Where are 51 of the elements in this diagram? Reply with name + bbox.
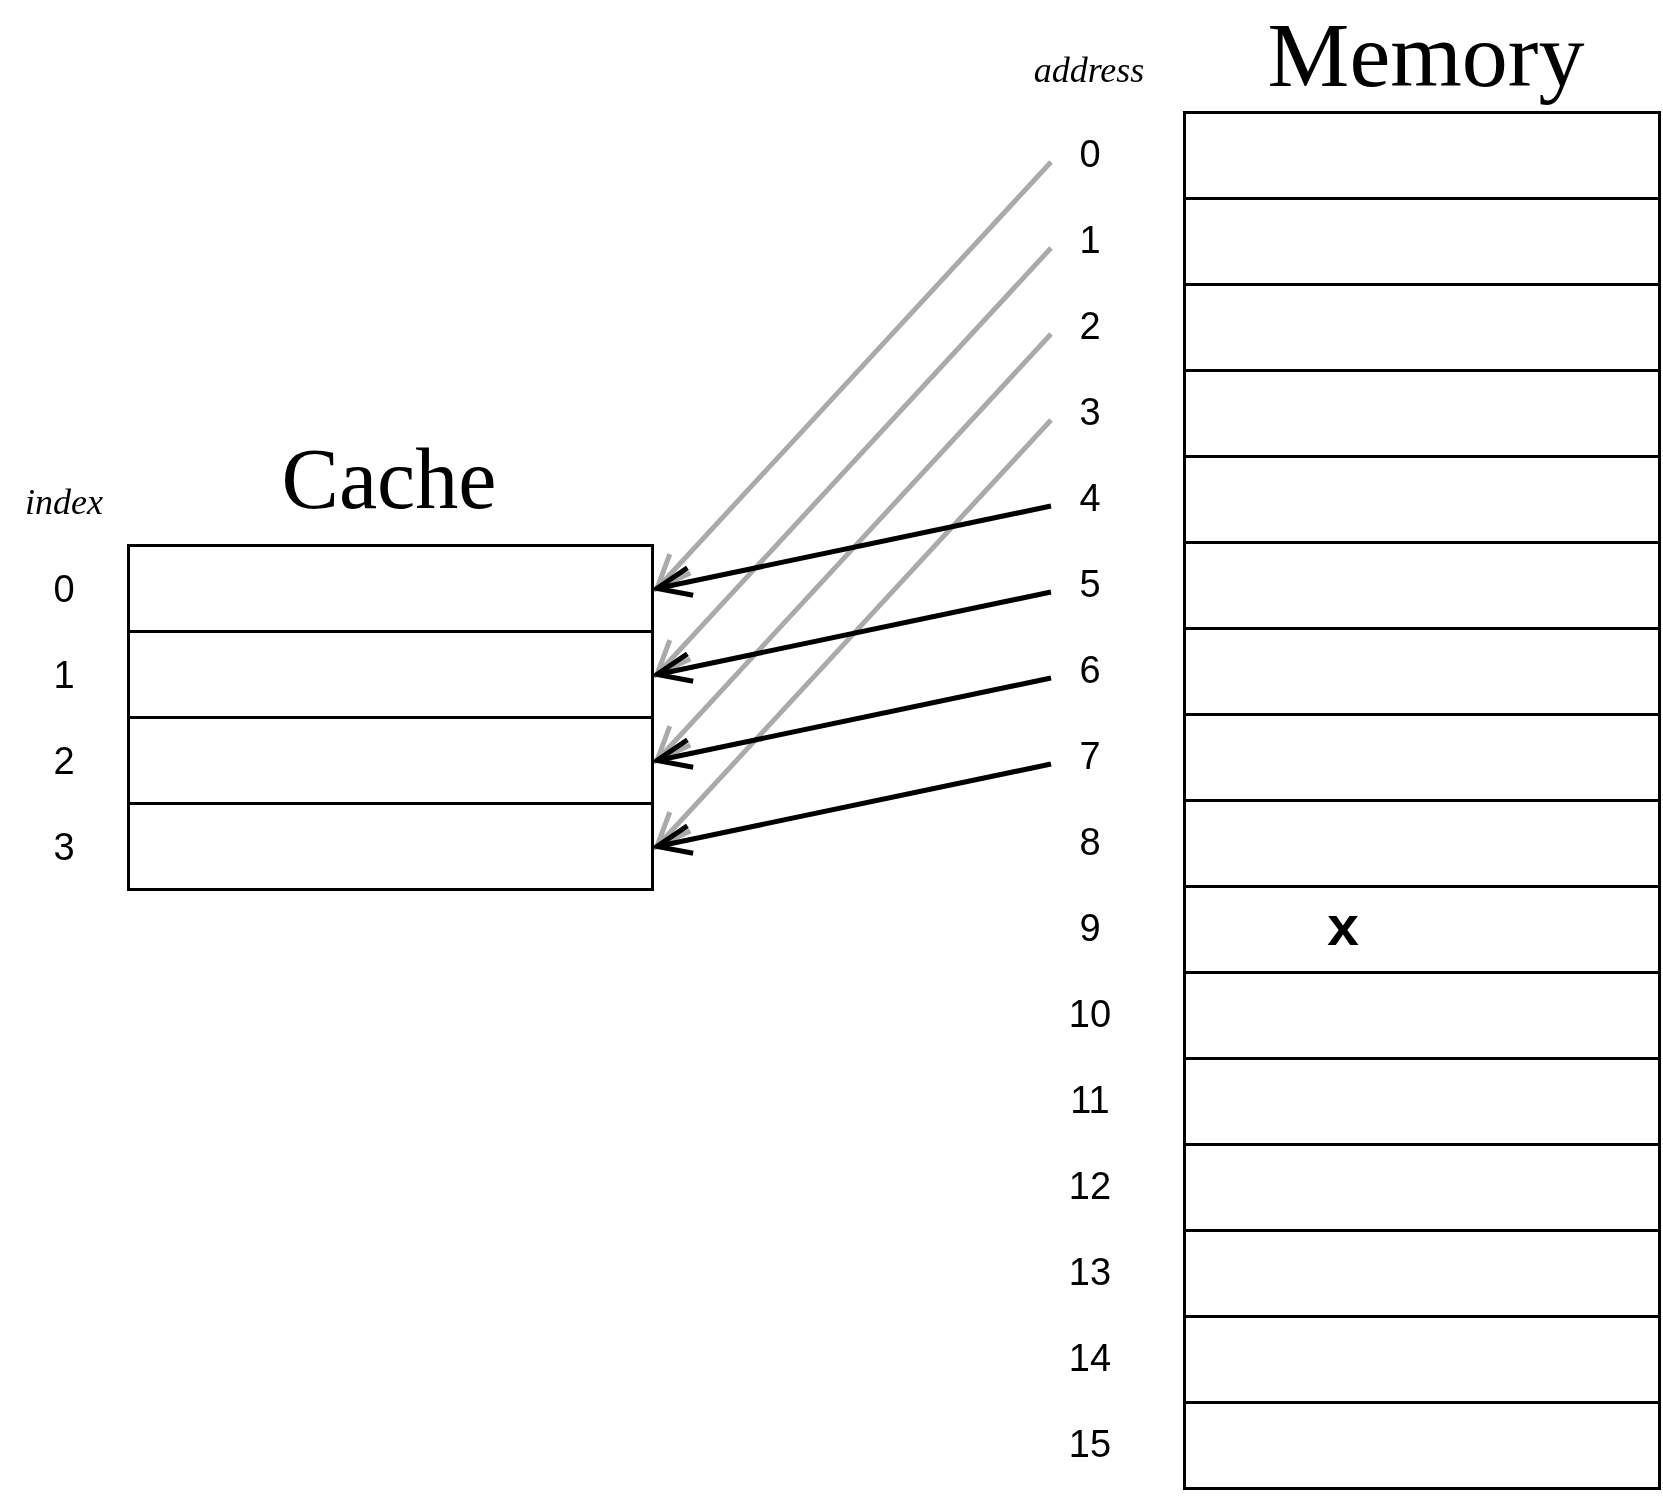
index-number: 1 <box>52 656 76 694</box>
arrow <box>654 160 1053 591</box>
arrow <box>654 761 1052 856</box>
memory-cell <box>1183 455 1661 544</box>
address-number: 9 <box>1078 909 1102 947</box>
memory-cell <box>1183 799 1661 888</box>
index-number: 0 <box>52 570 76 608</box>
memory-cell <box>1183 627 1661 716</box>
arrow <box>654 246 1053 677</box>
memory-cell <box>1183 1229 1661 1318</box>
address-number: 14 <box>1067 1339 1113 1377</box>
address-number: 11 <box>1069 1081 1111 1119</box>
address-number: 8 <box>1078 823 1102 861</box>
memory-cell <box>1183 283 1661 372</box>
arrow <box>654 418 1053 849</box>
cache-row <box>127 716 654 805</box>
memory-cell <box>1183 1057 1661 1146</box>
cache-row <box>127 544 654 633</box>
address-number: 2 <box>1055 307 1125 345</box>
address-number: 3 <box>1055 393 1125 431</box>
address-number: 0 <box>1055 135 1125 173</box>
address-number: 12 <box>1067 1167 1113 1205</box>
memory-cell <box>1183 713 1661 802</box>
memory-cell <box>1183 111 1661 200</box>
address-number: 10 <box>1067 995 1113 1033</box>
memory-cell <box>1183 197 1661 286</box>
address-number: 7 <box>1055 737 1125 775</box>
address-number: 13 <box>1067 1253 1113 1291</box>
memory-cell <box>1183 1401 1661 1490</box>
memory-cell <box>1183 369 1661 458</box>
arrow <box>654 589 1052 684</box>
memory-cell <box>1183 541 1661 630</box>
arrow <box>654 675 1052 770</box>
memory-cell <box>1183 1143 1661 1232</box>
arrow <box>654 503 1052 598</box>
index-heading: index <box>25 484 103 520</box>
index-number: 3 <box>52 828 76 866</box>
address-number: 1 <box>1055 221 1125 259</box>
memory-cell: x <box>1183 885 1661 974</box>
address-heading: address <box>1033 52 1145 88</box>
address-number: 4 <box>1055 479 1125 517</box>
cache-row <box>127 630 654 719</box>
index-number: 2 <box>52 742 76 780</box>
memory-cell <box>1183 971 1661 1060</box>
address-number: 6 <box>1055 651 1125 689</box>
cache-title: Cache <box>281 436 497 522</box>
address-number: 5 <box>1055 565 1125 603</box>
memory-cell <box>1183 1315 1661 1404</box>
cache-row <box>127 802 654 891</box>
arrow <box>654 332 1053 763</box>
address-number: 15 <box>1067 1425 1113 1463</box>
